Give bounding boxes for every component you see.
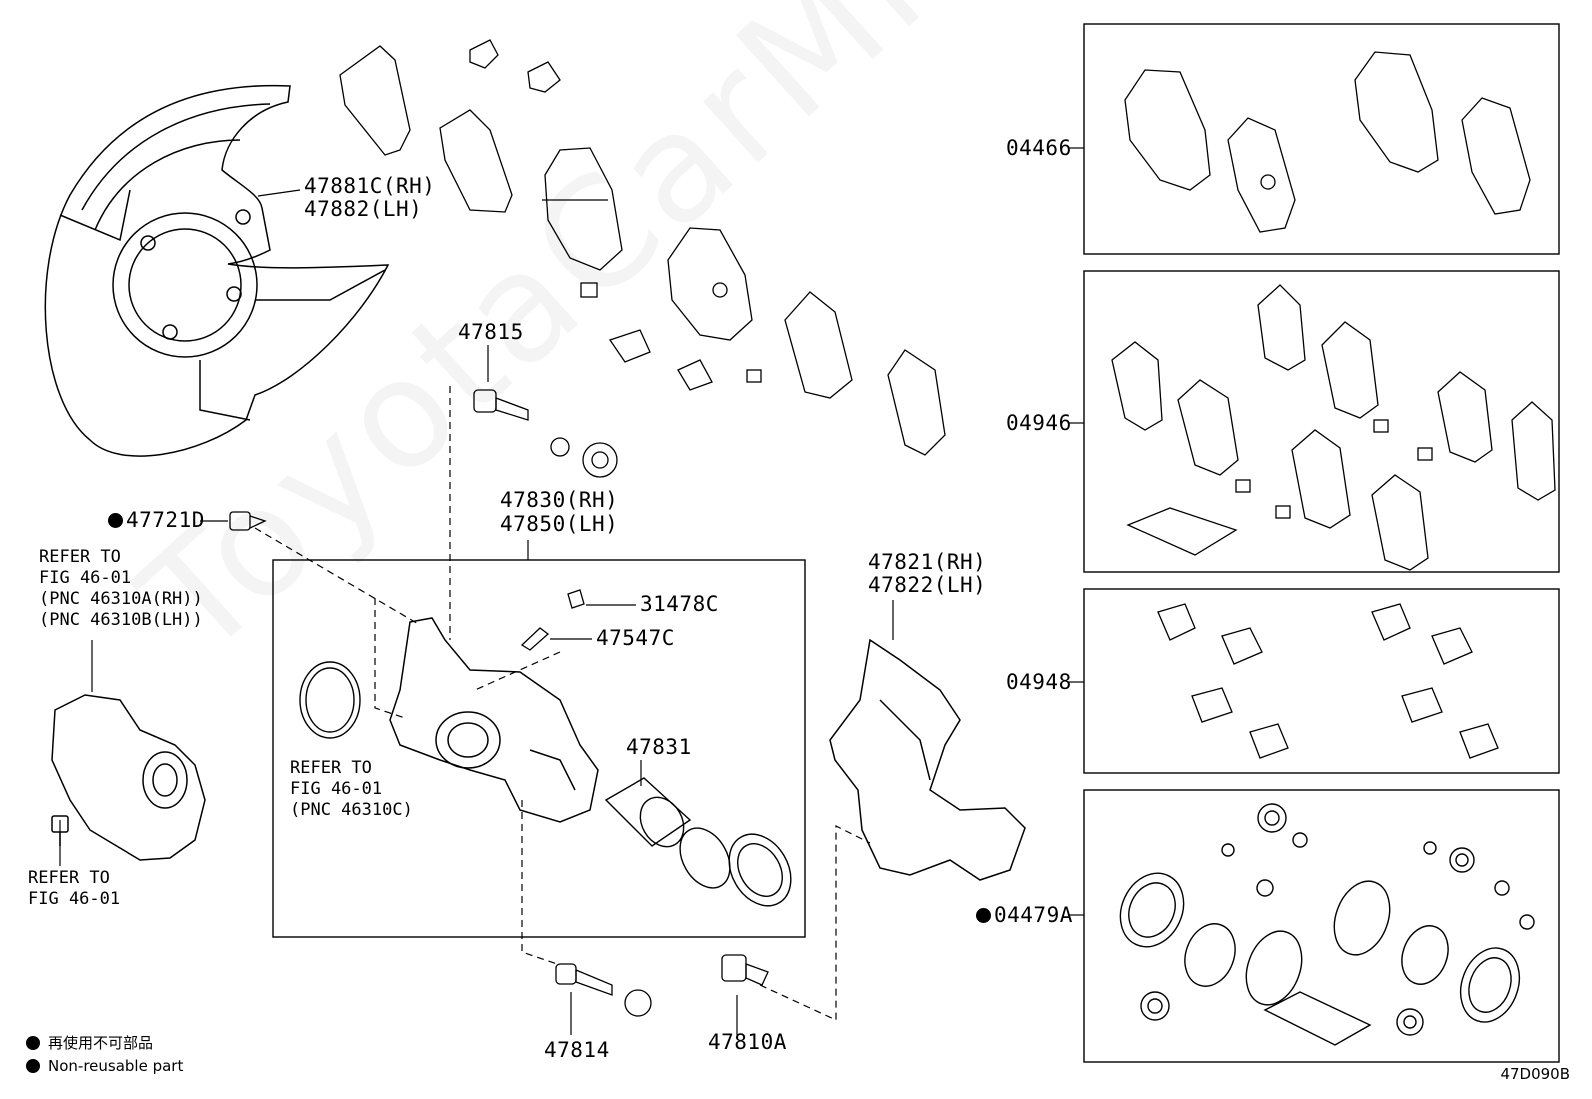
refer-line: REFER TO [290, 758, 372, 778]
label-04479a-text: 04479A [994, 903, 1073, 927]
label-47831[interactable]: 47831 [626, 735, 692, 759]
label-47814[interactable]: 47814 [544, 1038, 610, 1062]
bolt-47721d [229, 511, 267, 531]
refer-line: REFER TO [39, 547, 121, 567]
legend-jp-text: 再使用不可部品 [48, 1034, 154, 1052]
kit-04479a-seals [1119, 803, 1535, 1046]
legend-dot [26, 1059, 40, 1073]
kit-04946-shims [1111, 284, 1556, 571]
label-47721d-text: 47721D [126, 508, 205, 532]
refer-line: FIG 46-01 [28, 889, 121, 909]
label-47815[interactable]: 47815 [458, 320, 524, 344]
kit-frame-04466 [1083, 23, 1560, 255]
caliper-mounting-47821 [829, 638, 1026, 881]
label-04948[interactable]: 04948 [1006, 670, 1072, 694]
label-47547c[interactable]: 47547C [596, 626, 675, 650]
upper-pads-and-shims [339, 39, 946, 456]
guide-pin-upper [473, 389, 618, 478]
label-47822-lh[interactable]: 47822(LH) [868, 573, 987, 597]
leader-lines [59, 147, 1084, 1035]
label-47830-rh[interactable]: 47830(RH) [500, 488, 619, 512]
kit-frame-04948 [1083, 588, 1560, 774]
refer-line: FIG 46-01 [290, 779, 383, 799]
kit-frame-04479a [1083, 789, 1560, 1063]
kit-frame-04946 [1083, 270, 1560, 573]
bolt-47810a [721, 954, 769, 986]
refer-note-screw[interactable]: REFER TO FIG 46-01 [28, 868, 120, 910]
piston-47831 [604, 777, 792, 907]
dashed-alignment-lines [254, 386, 871, 1021]
label-47882-lh[interactable]: 47882(LH) [304, 197, 423, 221]
guide-pin-lower [555, 963, 652, 1017]
refer-line: (PNC 46310A(RH)) [39, 589, 203, 609]
refer-line: (PNC 46310B(LH)) [39, 610, 203, 630]
refer-note-actuator[interactable]: REFER TO FIG 46-01 (PNC 46310A(RH)) (PNC… [39, 547, 203, 631]
refer-line: (PNC 46310C) [290, 800, 413, 820]
legend-dot [26, 1036, 40, 1050]
disc-dust-cover [44, 84, 390, 457]
figure-code: 47D090B [1500, 1065, 1570, 1083]
label-47821-rh[interactable]: 47821(RH) [868, 550, 987, 574]
kit-04948-clips [1157, 603, 1499, 759]
kit-04466-pads [1124, 51, 1531, 233]
refer-note-ring[interactable]: REFER TO FIG 46-01 (PNC 46310C) [290, 758, 413, 821]
refer-line: FIG 46-01 [39, 568, 132, 588]
label-47810a[interactable]: 47810A [708, 1030, 787, 1054]
label-47881c-rh[interactable]: 47881C(RH) [304, 174, 436, 198]
refer-line: REFER TO [28, 868, 110, 888]
legend-jp: 再使用不可部品 [26, 1032, 153, 1053]
label-04466[interactable]: 04466 [1006, 136, 1072, 160]
label-04946[interactable]: 04946 [1006, 411, 1072, 435]
label-04479a[interactable]: 04479A [976, 905, 1073, 926]
caliper-assy-frame [272, 559, 806, 938]
bleeder-and-cap [520, 589, 585, 651]
parking-brake-actuator [51, 694, 206, 861]
label-47850-lh[interactable]: 47850(LH) [500, 512, 619, 536]
label-31478c[interactable]: 31478C [640, 592, 719, 616]
caliper-body [389, 617, 599, 823]
non-reusable-dot [976, 908, 991, 923]
label-47721d[interactable]: 47721D [108, 510, 205, 531]
non-reusable-dot [108, 513, 123, 528]
seal-ring-46310c [299, 661, 361, 739]
legend-en-text: Non-reusable part [48, 1057, 184, 1075]
legend-en: Non-reusable part [26, 1057, 183, 1075]
